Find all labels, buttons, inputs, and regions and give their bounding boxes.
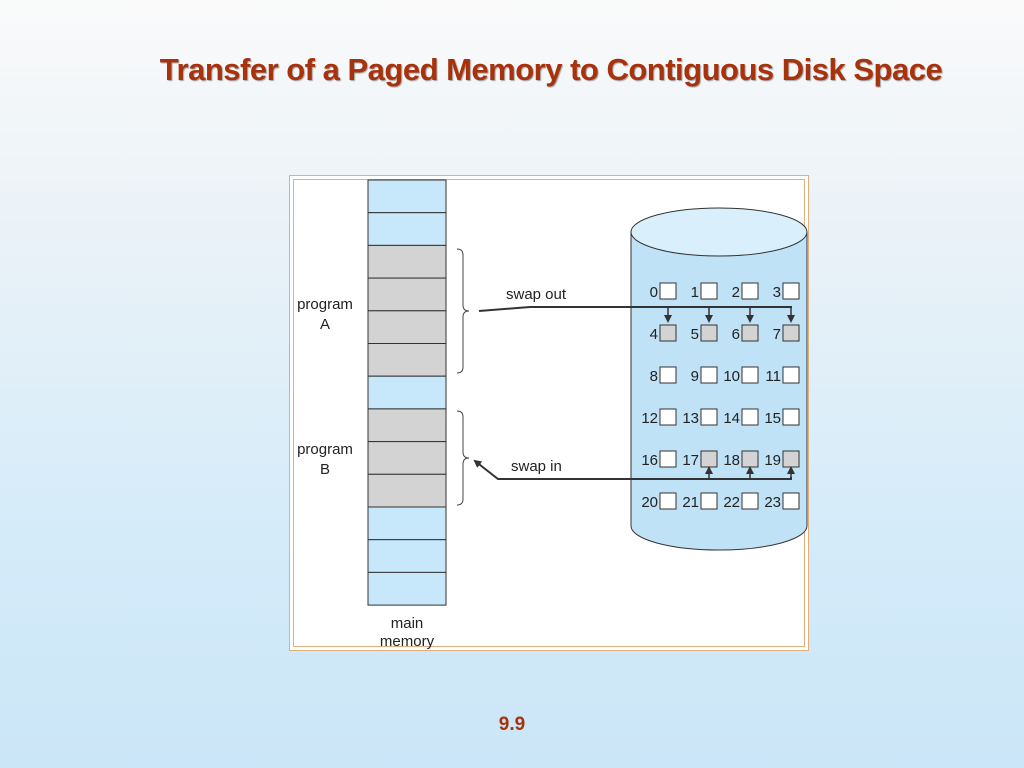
disk-block (700, 282, 718, 300)
memory-frame-program-a (367, 277, 447, 312)
main-memory-label-line2: memory (380, 633, 435, 650)
disk-block-number: 5 (691, 326, 699, 343)
memory-frame-free (367, 212, 447, 246)
memory-frame-program-b (367, 473, 447, 508)
program-b-label-line2: B (320, 461, 330, 478)
disk-block (782, 408, 800, 426)
disk-block-number: 3 (773, 284, 781, 301)
disk-block-number: 14 (723, 410, 740, 427)
memory-frame-free (367, 539, 447, 573)
swap-in-arrow (473, 459, 795, 480)
swap-out-label: swap out (506, 286, 567, 303)
disk-block (659, 492, 677, 510)
disk-block-number: 8 (650, 368, 658, 385)
disk-block (741, 366, 759, 384)
memory-frame-program-a (367, 310, 447, 345)
disk-block-number: 1 (691, 284, 699, 301)
swap-in-label: swap in (511, 458, 562, 475)
disk-block-number: 2 (732, 284, 740, 301)
disk-block-number: 20 (641, 494, 658, 511)
disk-block (741, 450, 759, 468)
disk-block (741, 492, 759, 510)
disk-cylinder (630, 207, 808, 551)
disk-block (782, 450, 800, 468)
disk-block-number: 12 (641, 410, 658, 427)
disk-block (700, 366, 718, 384)
disk-block (659, 366, 677, 384)
memory-frame-free (367, 375, 447, 410)
disk-block-number: 22 (723, 494, 740, 511)
program-b-brace (456, 410, 470, 506)
disk-block (700, 492, 718, 510)
disk-block-number: 18 (723, 452, 740, 469)
memory-frame-free (367, 571, 447, 606)
page-number: 9.9 (498, 714, 526, 735)
disk-block (700, 324, 718, 342)
disk-block (659, 324, 677, 342)
disk-block-number: 10 (723, 368, 740, 385)
disk-block-number: 23 (764, 494, 781, 511)
disk-block (659, 450, 677, 468)
disk-block-number: 4 (650, 326, 658, 343)
disk-block (782, 366, 800, 384)
disk-block-number: 15 (764, 410, 781, 427)
memory-frame-program-b (367, 441, 447, 475)
disk-block-number: 13 (682, 410, 699, 427)
disk-block (700, 450, 718, 468)
disk-block-number: 7 (773, 326, 781, 343)
disk-block-number: 17 (682, 452, 699, 469)
memory-frame-program-a (367, 343, 447, 377)
disk-block-number: 0 (650, 284, 658, 301)
main-memory-label-line1: main (391, 615, 424, 632)
memory-frame-free (367, 179, 447, 214)
program-a-label-line2: A (320, 316, 330, 333)
disk-block (659, 408, 677, 426)
program-a-brace (456, 248, 470, 374)
memory-frame-free (367, 506, 447, 541)
swap-out-arrow (478, 306, 795, 323)
disk-block-number: 16 (641, 452, 658, 469)
disk-block-number: 19 (764, 452, 781, 469)
disk-block-number: 11 (765, 368, 781, 385)
program-a-label-line1: program (297, 296, 353, 313)
program-b-label-line1: program (297, 441, 353, 458)
disk-block-number: 9 (691, 368, 699, 385)
memory-frame-program-b (367, 408, 447, 443)
disk-block-number: 21 (682, 494, 699, 511)
disk-block (782, 324, 800, 342)
main-memory-column (367, 179, 447, 606)
disk-block (741, 324, 759, 342)
disk-block (782, 282, 800, 300)
disk-block-number: 6 (732, 326, 740, 343)
slide-title: Transfer of a Paged Memory to Contiguous… (159, 52, 943, 87)
disk-block (741, 408, 759, 426)
disk-block (782, 492, 800, 510)
disk-block (659, 282, 677, 300)
disk-block (700, 408, 718, 426)
disk-block (741, 282, 759, 300)
memory-frame-program-a (367, 244, 447, 279)
